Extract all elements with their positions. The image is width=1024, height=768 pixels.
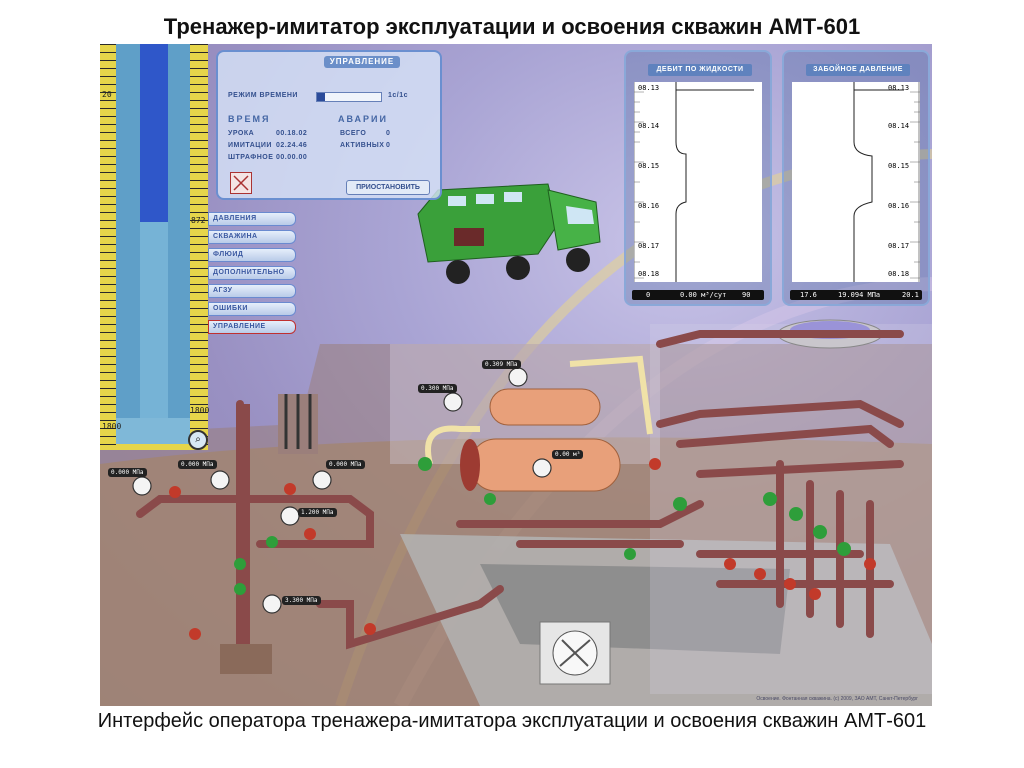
chart-title: ДЕБИТ ПО ЖИДКОСТИ: [648, 64, 752, 76]
nav-item-fluid[interactable]: ФЛЮИД: [208, 248, 296, 262]
chart-max: 20.1: [902, 291, 919, 299]
gauge-label: 0.000 МПа: [326, 460, 365, 469]
chart-max: 90: [742, 291, 751, 299]
nav-item-control[interactable]: УПРАВЛЕНИЕ: [208, 320, 296, 334]
chart-value: 19.094 МПа: [838, 291, 881, 299]
valves-green: [234, 457, 851, 595]
alarm-row-value: 0: [386, 130, 391, 137]
pause-button[interactable]: ПРИОСТАНОВИТЬ: [346, 180, 430, 195]
chart-bottomhole-pressure: ЗАБОЙНОЕ ДАВЛЕНИЕ 08.13 08.14 08.15 08.1…: [782, 50, 930, 306]
depth-label-top: 20: [102, 90, 112, 99]
truck: [417, 183, 601, 284]
chart-series-line: [675, 82, 754, 282]
time-row-label: ИМИТАЦИИ: [228, 142, 272, 149]
chart-readout: 0 0.00 м³/сут 90: [632, 290, 764, 300]
process-scene: [100, 149, 932, 706]
separator-tank: [489, 388, 601, 426]
wellhead-column: [238, 404, 250, 644]
copyright-text: Освоение. Фонтанная скважина. (с) 2009, …: [756, 696, 918, 702]
depth-ruler-left: [100, 44, 116, 450]
time-row-label: ШТРАФНОЕ: [228, 154, 274, 161]
depth-ruler-right: [190, 44, 208, 450]
chart-tick: 08.17: [638, 242, 659, 250]
chart-min: 17.6: [800, 291, 817, 299]
chart-tick: 08.13: [888, 84, 909, 92]
gauge-label: 0.000 МПа: [108, 468, 147, 477]
chart-tick: 08.16: [638, 202, 659, 210]
alarm-row-value: 0: [386, 142, 391, 149]
chart-plot: 08.13 08.14 08.15 08.16 08.17 08.18: [792, 82, 920, 282]
gauge-label: 0.00 м³: [552, 450, 584, 459]
chart-series-line: [853, 82, 904, 282]
pipe-yellow: [569, 355, 653, 435]
depth-label-bottom-right: 1800: [190, 406, 210, 415]
nav-item-well[interactable]: СКВАЖИНА: [208, 230, 296, 244]
chart-min: 0: [646, 291, 651, 299]
chart-tick: 08.18: [888, 270, 909, 278]
chart-tick: 08.15: [888, 162, 909, 170]
chart-tick: 08.17: [888, 242, 909, 250]
chart-tick: 08.13: [638, 84, 659, 92]
chart-readout: 17.6 19.094 МПа 20.1: [790, 290, 922, 300]
nav-item-errors[interactable]: ОШИБКИ: [208, 302, 296, 316]
slider-thumb[interactable]: [317, 93, 325, 101]
gauge-label: 1.200 МПа: [298, 508, 337, 517]
chart-tick: 08.18: [638, 270, 659, 278]
time-mode-slider[interactable]: [316, 92, 382, 102]
control-panel: УПРАВЛЕНИЕ РЕЖИМ ВРЕМЕНИ 1с/1с ВРЕМЯ АВА…: [216, 50, 442, 200]
well-bottom: [116, 418, 190, 444]
chart-tick: 08.16: [888, 202, 909, 210]
time-row-label: УРОКА: [228, 130, 255, 137]
nav-item-pressures[interactable]: ДАВЛЕНИЯ: [208, 212, 296, 226]
close-icon[interactable]: [230, 172, 252, 194]
depth-label-bottom-left: 1800: [102, 422, 122, 431]
chart-plot: 08.13 08.14 08.15 08.16 08.17 08.18: [633, 82, 762, 282]
chart-value: 0.00 м³/сут: [680, 291, 727, 299]
gauge-label: 0.000 МПа: [178, 460, 217, 469]
gauge-dials: [132, 367, 552, 614]
time-row-value: 02.24.46: [276, 142, 308, 149]
chart-title: ЗАБОЙНОЕ ДАВЛЕНИЕ: [806, 64, 910, 76]
nav-item-agzu[interactable]: АГЗУ: [208, 284, 296, 298]
wellhead-base: [220, 644, 272, 674]
chart-liquid-rate: ДЕБИТ ПО ЖИДКОСТИ 08.13 08.14 08.15 08.1…: [624, 50, 772, 306]
slide-caption: Интерфейс оператора тренажера-имитатора …: [97, 710, 927, 732]
time-mode-label: РЕЖИМ ВРЕМЕНИ: [228, 92, 298, 99]
depth-label-mid: 872: [191, 216, 206, 225]
alarms-heading: АВАРИИ: [338, 114, 388, 124]
alarm-row-label: ВСЕГО: [340, 130, 367, 137]
gauge-label: 3.300 МПа: [282, 596, 321, 605]
zoom-icon[interactable]: ⌕: [188, 430, 208, 450]
chart-tick: 08.15: [638, 162, 659, 170]
valves-red: [169, 458, 876, 640]
gauge-label: 0.309 МПа: [482, 360, 521, 369]
pipe-yellow: [425, 425, 480, 465]
simulator-screen: 20 872 1800 1800 ⌕ УПРАВЛЕНИЕ РЕЖИМ ВРЕМ…: [100, 44, 932, 706]
well-column: 20 872 1800 1800 ⌕: [100, 44, 210, 450]
time-heading: ВРЕМЯ: [228, 114, 271, 124]
tubing-lower: [140, 222, 168, 418]
nav-item-additional[interactable]: ДОПОЛНИТЕЛЬНО: [208, 266, 296, 280]
chart-tick: 08.14: [638, 122, 659, 130]
control-panel-title: УПРАВЛЕНИЕ: [324, 56, 400, 68]
tank-flange: [460, 439, 480, 491]
alarm-row-label: АКТИВНЫХ: [340, 142, 385, 149]
time-row-value: 00.18.02: [276, 130, 308, 137]
slide-title: Тренажер-имитатор эксплуатации и освоени…: [163, 14, 861, 39]
time-mode-value: 1с/1с: [388, 92, 409, 99]
time-row-value: 00.00.00: [276, 154, 308, 161]
chart-tick: 08.14: [888, 122, 909, 130]
gauge-label: 0.300 МПа: [418, 384, 457, 393]
